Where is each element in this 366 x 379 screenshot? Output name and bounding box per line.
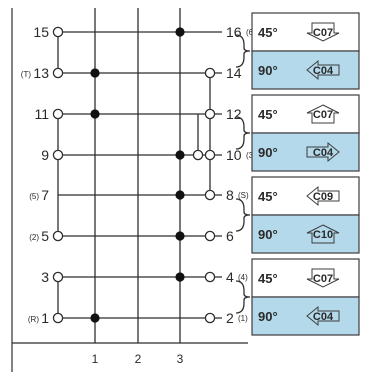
panel-1-brace: [235, 34, 251, 68]
terminal-circle-7: [52, 312, 64, 324]
connection-dot-row-3: [175, 272, 185, 282]
panel-4-bottom-left-arrow-icon: [306, 305, 340, 327]
panel-2-bottom-code: C04: [313, 147, 334, 159]
panel-2-top-code: C07: [313, 109, 333, 121]
panel-4-bottom-box: [251, 296, 360, 336]
right-pin-2-label: 2: [226, 310, 234, 326]
panel-4-brace: [235, 280, 251, 314]
panel-2-top-box: [251, 94, 360, 134]
panel-3-bottom-angle: 90°: [258, 227, 278, 242]
panel-1-bottom-left-arrow-icon: [306, 59, 340, 81]
terminal-circle-4: [52, 149, 64, 161]
connection-dot-row-15: [175, 27, 185, 37]
terminal-circle-11: [204, 189, 216, 201]
terminal-circle-1: [52, 26, 64, 38]
right-pin-4-label: 4: [226, 269, 234, 285]
terminal-circle-10: [204, 149, 216, 161]
left-pin-13-note: (T): [21, 70, 32, 79]
panel-2-brace: [235, 116, 251, 150]
right-pin-10-label: 10: [226, 147, 242, 163]
left-pin-5-label: 5: [41, 228, 49, 244]
panel-4-bottom-code: C04: [313, 311, 334, 323]
panel-4-top-down-arrow-icon: [306, 268, 340, 288]
panel-1-bottom-code: C04: [313, 65, 334, 77]
panel-4-bottom-angle: 90°: [258, 309, 278, 324]
bus-3-label: 3: [177, 352, 184, 366]
right-pin-6-label: 6: [226, 228, 234, 244]
left-pin-7-label: 7: [41, 187, 49, 203]
panel-4-top-box: [251, 258, 360, 298]
right-pin-14-label: 14: [226, 65, 242, 81]
wiring-layer: [11, 8, 248, 372]
terminal-circle-9: [204, 108, 216, 120]
right-pin-4-note: (4): [238, 273, 248, 282]
terminal-circle-2: [52, 67, 64, 79]
connection-dot-row-9: [175, 150, 185, 160]
right-pin-2-note: (1): [238, 314, 248, 323]
left-pin-9-label: 9: [41, 147, 49, 163]
left-pin-13-label: 13: [33, 65, 49, 81]
connection-dot-row-7: [175, 190, 185, 200]
panel-1-top-box: [251, 12, 360, 52]
panel-2-top-angle: 45°: [258, 107, 278, 122]
terminal-circle-5: [52, 230, 64, 242]
right-pin-10-note: (3): [246, 151, 256, 160]
panel-3-bottom-up-arrow-icon: [306, 224, 340, 244]
panel-4-top-code: C07: [313, 273, 333, 285]
terminal-circle-12: [204, 230, 216, 242]
left-pin-1-note: (R): [28, 315, 39, 324]
left-pin-15-label: 15: [33, 24, 49, 40]
panel-1-bottom-angle: 90°: [258, 63, 278, 78]
panel-2-top-up-arrow-icon: [306, 104, 340, 124]
panel-3-bottom-code: C10: [313, 229, 333, 241]
connection-dot-row-1: [90, 313, 100, 323]
left-pin-7-note: (5): [29, 192, 39, 201]
terminal-circle-14: [192, 149, 204, 161]
left-pin-11-label: 11: [34, 106, 49, 122]
right-pin-12-label: 12: [226, 106, 242, 122]
left-pin-1-label: 1: [41, 310, 49, 326]
terminal-circle-8: [204, 67, 216, 79]
panel-group-2: 45° C07 90° C04: [235, 94, 360, 172]
connection-dot-row-5: [175, 231, 185, 241]
left-pin-3-label: 3: [41, 269, 49, 285]
panel-3-top-left-arrow-icon: [306, 185, 340, 207]
panel-2-bottom-angle: 90°: [258, 145, 278, 160]
angle-code-panels: 45° C07 90° C04 45° C07 90° C04 45° C09 90° C10 45° C…: [235, 12, 360, 336]
right-pin-16-label: 16: [226, 24, 242, 40]
panel-1-top-angle: 45°: [258, 25, 278, 40]
connection-dot-row-13: [90, 68, 100, 78]
bus-1-label: 1: [92, 352, 99, 366]
panel-3-bottom-box: [251, 214, 360, 254]
panel-3-top-code: C09: [313, 191, 333, 203]
bus-2-label: 2: [135, 352, 142, 366]
panel-3-top-angle: 45°: [258, 189, 278, 204]
right-pin-8-note: (S): [238, 191, 249, 200]
panel-1-top-down-arrow-icon: [306, 22, 340, 42]
panel-group-1: 45° C07 90° C04: [235, 12, 360, 90]
right-pin-8-label: 8: [226, 187, 234, 203]
panel-1-bottom-box: [251, 50, 360, 90]
panel-1-top-code: C07: [313, 27, 333, 39]
panel-2-bottom-right-arrow-icon: [306, 141, 340, 163]
terminal-circle-6: [52, 271, 64, 283]
panel-group-3: 45° C09 90° C10: [235, 176, 360, 254]
connection-dot-row-11: [90, 109, 100, 119]
panel-4-top-angle: 45°: [258, 271, 278, 286]
left-pin-5-note: (2): [29, 233, 39, 242]
panel-2-bottom-box: [251, 132, 360, 172]
right-pin-16-note: (6): [246, 28, 256, 37]
panel-group-4: 45° C07 90° C04: [235, 258, 360, 336]
panel-3-brace: [235, 198, 251, 232]
terminal-circle-13: [204, 312, 216, 324]
terminal-circle-3: [52, 108, 64, 120]
terminal-circle-15: [204, 271, 216, 283]
